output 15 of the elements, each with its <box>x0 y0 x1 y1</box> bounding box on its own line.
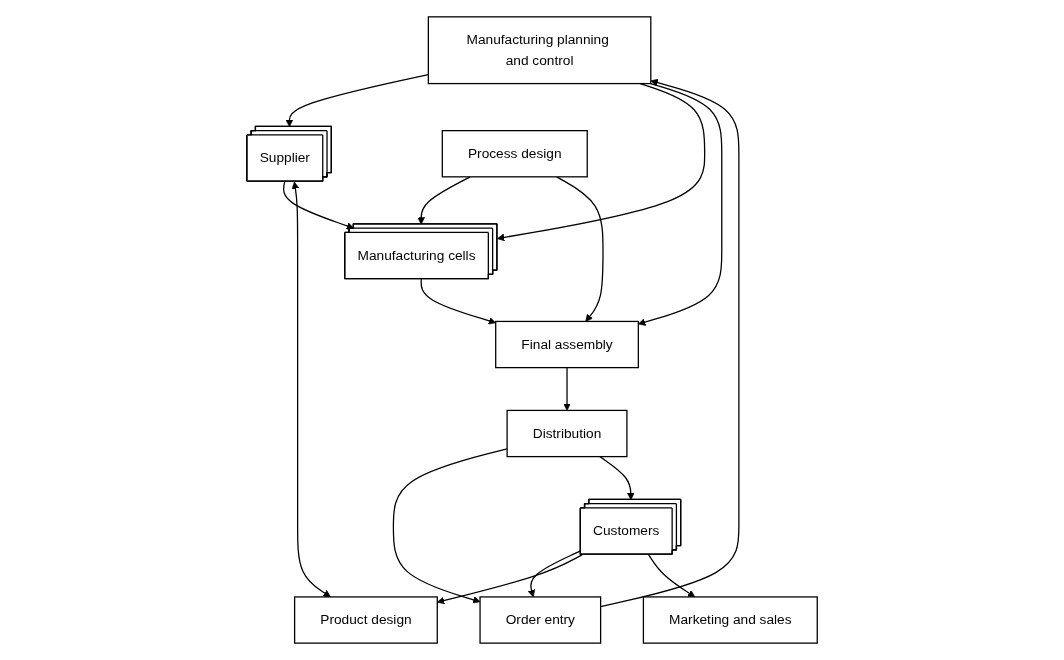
node-box: Process design <box>441 130 588 178</box>
arrow <box>392 448 508 604</box>
arrow <box>291 181 331 598</box>
arrow <box>527 550 582 598</box>
arrow <box>496 82 706 242</box>
arrow <box>555 176 604 322</box>
arrow <box>420 278 496 325</box>
node-box: Distribution <box>506 409 628 458</box>
node-box: Order entry <box>479 596 602 644</box>
node-box: Final assembly <box>495 320 639 369</box>
arrow <box>599 78 740 608</box>
node-box: Product design <box>293 596 438 644</box>
node-box: Manufacturing planning and control <box>427 16 652 85</box>
arrow <box>563 367 571 411</box>
node-box: Marketing and sales <box>642 596 818 644</box>
